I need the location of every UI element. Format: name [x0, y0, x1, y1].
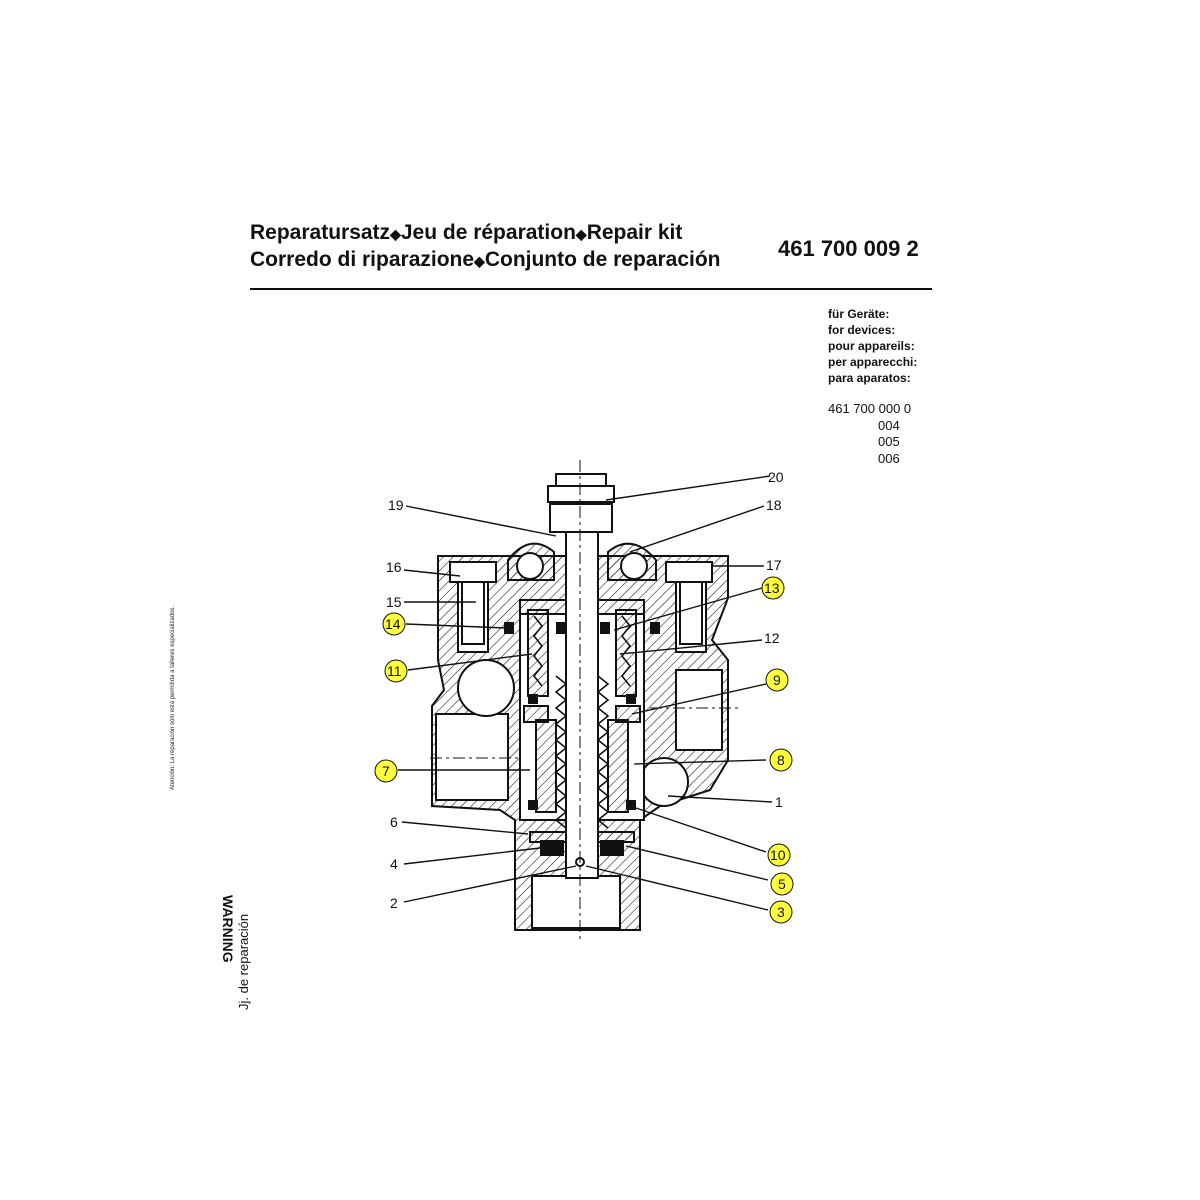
devices-label-en: for devices:: [828, 323, 896, 337]
callout-14: 14: [385, 616, 401, 632]
title-fr: Jeu de réparation: [400, 221, 576, 244]
callout-5-marker: [770, 872, 794, 896]
callout-2: 2: [390, 895, 398, 911]
devices-label-de: für Geräte:: [828, 307, 890, 321]
callout-8: 8: [777, 752, 785, 768]
devices-label-it: per apparecchi:: [828, 355, 918, 369]
callout-11: 11: [387, 663, 402, 679]
callout-12: 12: [764, 630, 780, 646]
callout-7-marker: [374, 759, 398, 783]
title-line-2: Corredo di riparazione◆Conjunto de repar…: [250, 247, 932, 274]
callout-3-marker: [769, 900, 793, 924]
title-line-1: Reparatursatz◆Jeu de réparation◆Repair k…: [250, 220, 932, 247]
callout-16: 16: [386, 559, 402, 575]
seals: [504, 622, 660, 856]
callout-14-marker: [382, 612, 406, 636]
callout-10: 10: [770, 847, 786, 863]
devices-labels: für Geräte: for devices: pour appareils:…: [828, 306, 917, 386]
header-divider: [250, 288, 932, 290]
callout-20: 20: [768, 469, 784, 485]
callout-labels: 19 16 15 14 11 7 6 4 2 20 18 17 13 12 9 …: [374, 469, 794, 924]
title-de: Reparatursatz: [250, 221, 391, 244]
callout-7: 7: [382, 763, 390, 779]
callout-17: 17: [766, 557, 782, 573]
separator: ◆: [390, 226, 401, 242]
device-number: 005: [878, 434, 900, 449]
separator: ◆: [474, 253, 485, 269]
callout-1: 1: [775, 794, 783, 810]
leader-lines: [398, 475, 773, 911]
centerlines: [430, 460, 740, 940]
callout-10-marker: [767, 843, 791, 867]
springs: [532, 615, 632, 829]
separator: ◆: [575, 226, 587, 242]
callout-6: 6: [390, 814, 398, 830]
central-stem: [565, 511, 599, 879]
title-en: Repair kit: [586, 221, 683, 244]
bolts: [449, 561, 713, 645]
title-es: Conjunto de reparación: [484, 248, 721, 271]
callout-3: 3: [777, 904, 785, 920]
callout-13-marker: [761, 576, 785, 600]
callout-4: 4: [390, 856, 398, 872]
callout-18: 18: [766, 497, 782, 513]
top-cap: [507, 542, 657, 581]
callout-11-marker: [384, 659, 408, 683]
device-number: 006: [878, 450, 900, 466]
callout-8-marker: [769, 748, 793, 772]
device-numbers: 461 700 000 0 004 005 006: [828, 401, 911, 467]
top-nuts: [547, 473, 615, 533]
callout-15: 15: [386, 594, 402, 610]
title-block: Reparatursatz◆Jeu de réparation◆Repair k…: [250, 220, 932, 274]
callout-9-marker: [765, 668, 789, 692]
part-number: 461 700 009 2: [778, 236, 919, 261]
device-number: 004: [878, 417, 900, 433]
devices-label-es: para aparatos:: [828, 371, 911, 385]
callout-13: 13: [764, 580, 780, 596]
device-number: 461 700 000 0: [828, 401, 912, 416]
devices-label-fr: pour appareils:: [828, 339, 915, 353]
callout-9: 9: [773, 672, 781, 688]
callout-5: 5: [778, 876, 786, 892]
callout-19: 19: [388, 497, 404, 513]
title-it: Corredo di riparazione: [250, 248, 475, 271]
